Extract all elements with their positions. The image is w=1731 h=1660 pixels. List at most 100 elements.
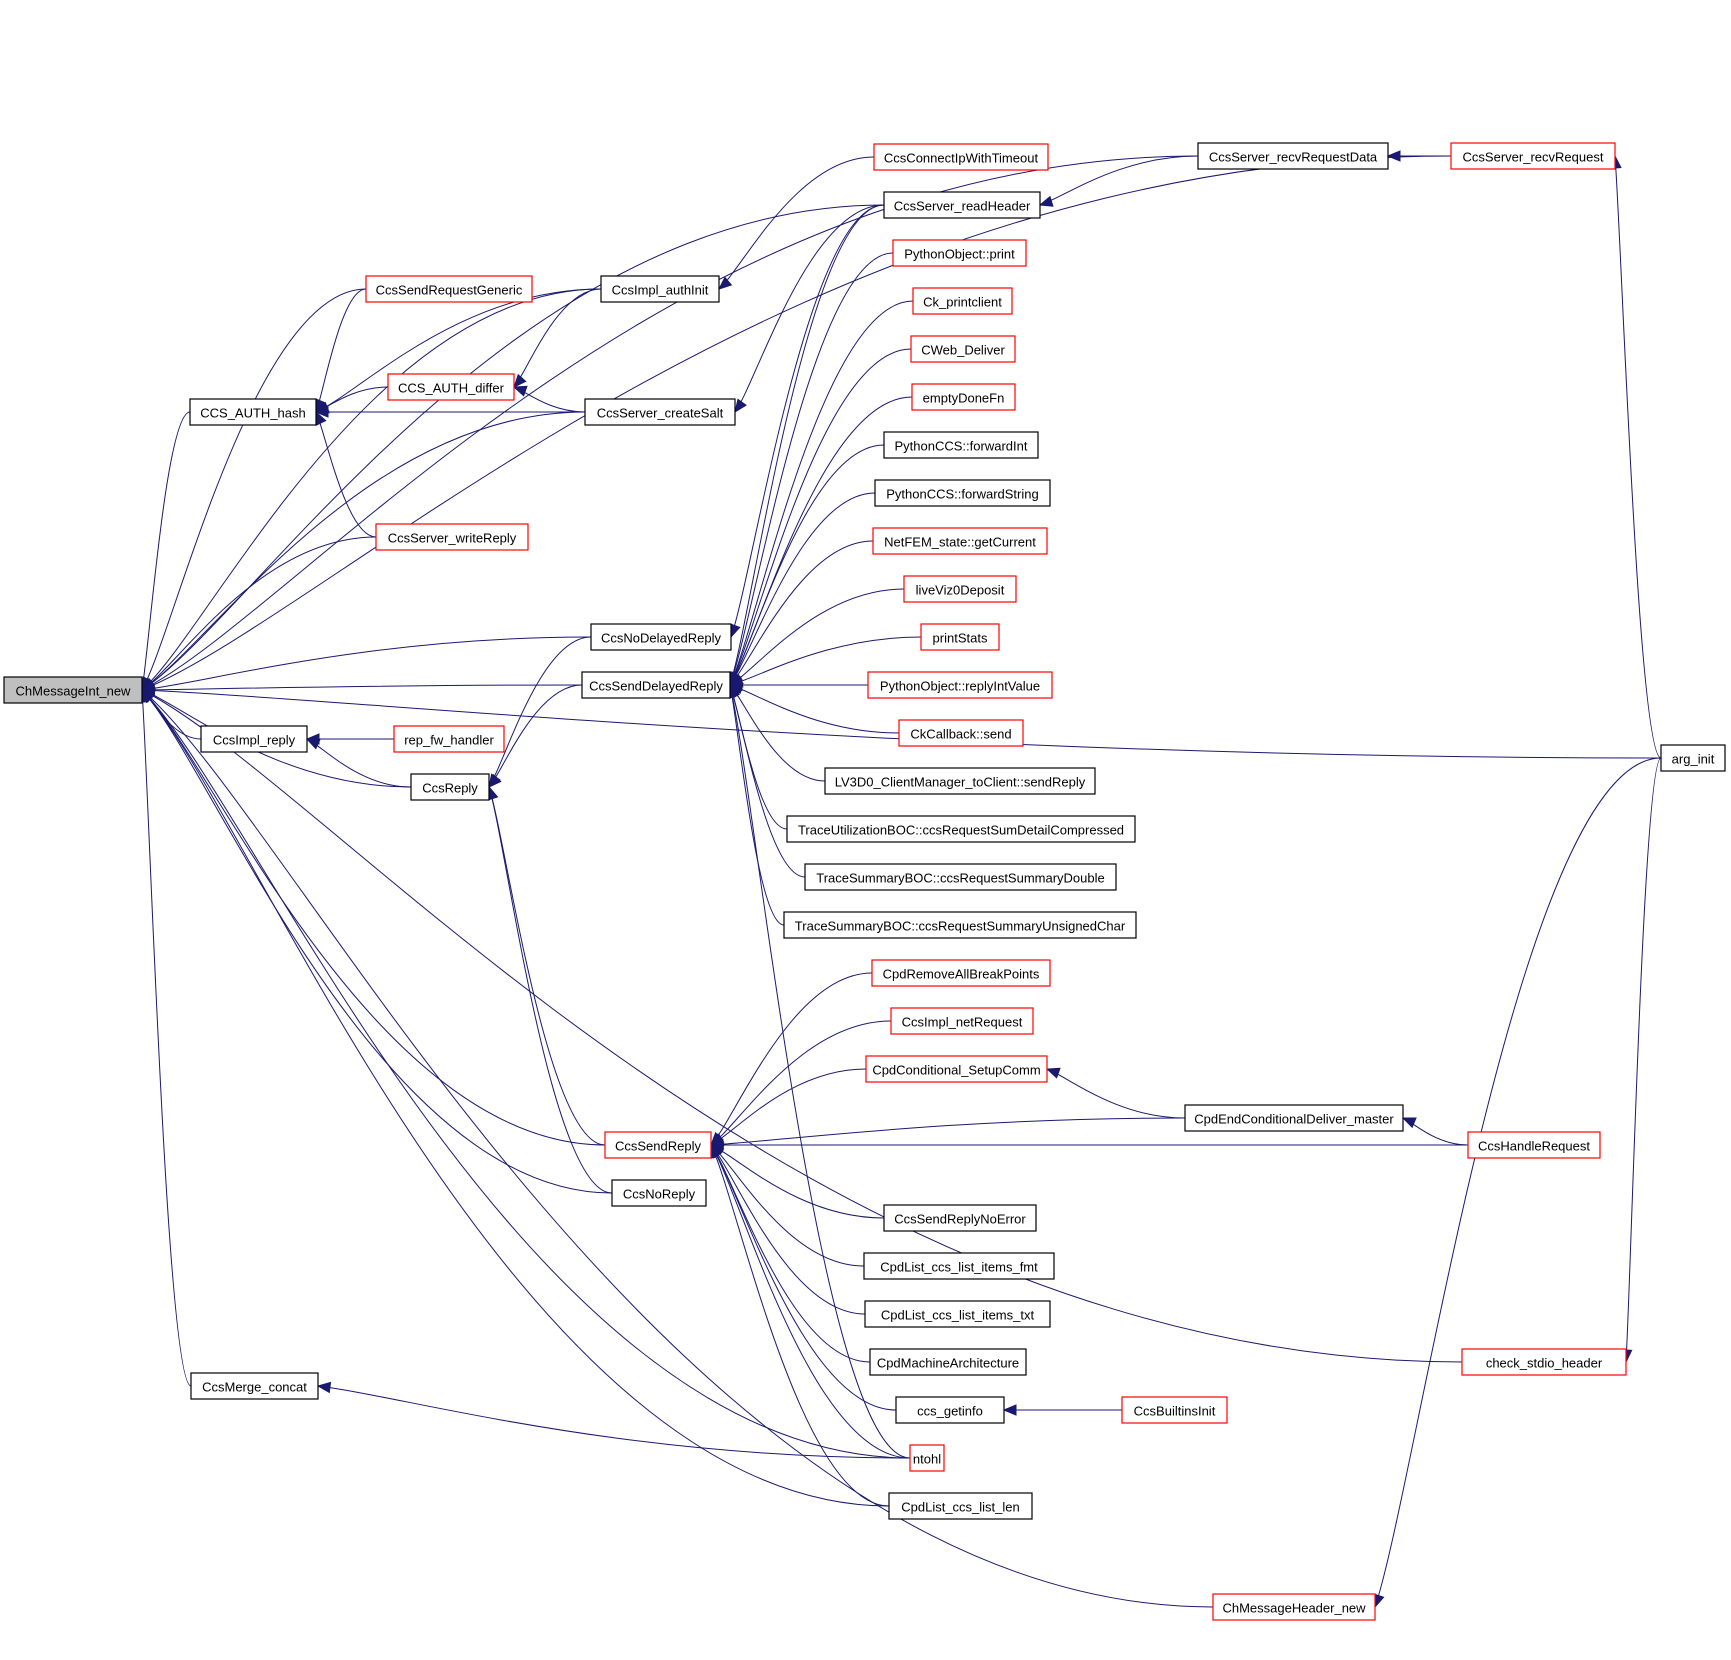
node-cpd-machine-architecture[interactable]: CpdMachineArchitecture	[869, 1348, 1027, 1376]
node-ccs-server-recv-request-data[interactable]: CcsServer_recvRequestData	[1197, 142, 1389, 170]
node-box	[581, 671, 731, 699]
call-edge	[488, 786, 606, 1146]
node-ch-message-header-new[interactable]: ChMessageHeader_new	[1212, 1593, 1376, 1621]
node-label: CcsServer_recvRequestData	[1209, 150, 1378, 165]
node-box	[873, 143, 1049, 171]
node-live-viz0-deposit[interactable]: liveViz0Deposit	[903, 575, 1017, 603]
node-box	[872, 527, 1048, 555]
node-cpd-list-items-txt[interactable]: CpdList_ccs_list_items_txt	[864, 1300, 1051, 1328]
node-box	[1121, 1396, 1228, 1424]
node-ccs-no-delayed-reply[interactable]: CcsNoDelayedReply	[590, 623, 732, 651]
node-label: check_stdio_header	[1486, 1356, 1603, 1371]
call-edge	[141, 288, 367, 691]
node-trace-summary-uchar[interactable]: TraceSummaryBOC::ccsRequestSummaryUnsign…	[783, 911, 1137, 939]
node-ccs-auth-differ[interactable]: CCS_AUTH_differ	[387, 373, 515, 401]
node-label: CcsSendDelayedReply	[589, 679, 723, 694]
node-ccs-getinfo[interactable]: ccs_getinfo	[895, 1396, 1005, 1424]
node-cpd-list-len[interactable]: CpdList_ccs_list_len	[888, 1492, 1033, 1520]
node-python-ccs-forward-string[interactable]: PythonCCS::forwardString	[874, 479, 1051, 507]
node-label: PythonCCS::forwardInt	[895, 439, 1028, 454]
node-rep-fw-handler[interactable]: rep_fw_handler	[393, 725, 505, 753]
node-cpd-remove-all-break-points[interactable]: CpdRemoveAllBreakPoints	[871, 959, 1051, 987]
node-label: LV3D0_ClientManager_toClient::sendReply	[835, 775, 1086, 790]
node-ccs-reply[interactable]: CcsReply	[410, 773, 490, 801]
node-ccs-handle-request[interactable]: CcsHandleRequest	[1467, 1131, 1601, 1159]
node-python-object-print[interactable]: PythonObject::print	[892, 239, 1027, 267]
call-edge	[729, 492, 876, 686]
node-box	[912, 287, 1013, 315]
node-ccs-impl-auth-init[interactable]: CcsImpl_authInit	[600, 275, 720, 303]
node-cpd-conditional-setup-comm[interactable]: CpdConditional_SetupComm	[865, 1055, 1048, 1083]
node-box	[824, 767, 1096, 795]
call-edge	[141, 689, 890, 1507]
node-ccs-server-read-header[interactable]: CcsServer_readHeader	[883, 191, 1041, 219]
arrowhead-icon	[1038, 195, 1054, 207]
node-ck-printclient[interactable]: Ck_printclient	[912, 287, 1013, 315]
node-python-ccs-forward-int[interactable]: PythonCCS::forwardInt	[883, 431, 1039, 459]
call-edge	[141, 411, 191, 691]
call-edge	[734, 204, 885, 413]
node-print-stats[interactable]: printStats	[920, 623, 1000, 651]
node-label: TraceUtilizationBOC::ccsRequestSumDetail…	[798, 823, 1124, 838]
arrowhead-icon	[305, 738, 321, 750]
node-lv3-d0-send-reply[interactable]: LV3D0_ClientManager_toClient::sendReply	[824, 767, 1096, 795]
node-label: ccs_getinfo	[917, 1404, 983, 1419]
node-box	[1467, 1131, 1601, 1159]
arrowhead-icon	[140, 684, 155, 697]
node-arg-init[interactable]: arg_init	[1660, 744, 1726, 772]
node-box	[584, 398, 736, 426]
node-ntohl[interactable]: ntohl	[909, 1444, 945, 1472]
node-box	[869, 1348, 1027, 1376]
node-python-object-reply-int-value[interactable]: PythonObject::replyIntValue	[867, 671, 1053, 699]
arrowhead-icon	[512, 385, 528, 397]
node-cpd-list-items-fmt[interactable]: CpdList_ccs_list_items_fmt	[863, 1252, 1055, 1280]
node-ccs-impl-net-request[interactable]: CcsImpl_netRequest	[890, 1007, 1034, 1035]
node-box	[387, 373, 515, 401]
node-label: CCS_AUTH_differ	[398, 381, 505, 396]
node-ccs-no-reply[interactable]: CcsNoReply	[611, 1179, 707, 1207]
node-label: CcsMerge_concat	[202, 1380, 307, 1395]
call-edge	[729, 684, 806, 878]
node-ccs-server-create-salt[interactable]: CcsServer_createSalt	[584, 398, 736, 426]
node-trace-util-sum-detail[interactable]: TraceUtilizationBOC::ccsRequestSumDetail…	[786, 815, 1136, 843]
call-edge	[729, 348, 912, 686]
node-box	[1660, 744, 1726, 772]
node-empty-done-fn[interactable]: emptyDoneFn	[911, 383, 1016, 411]
node-ccs-impl-reply[interactable]: CcsImpl_reply	[200, 725, 308, 753]
call-edge	[710, 1144, 871, 1363]
node-box	[920, 623, 1000, 651]
node-label: CcsServer_recvRequest	[1463, 150, 1604, 165]
node-ccs-connect-ip-with-timeout[interactable]: CcsConnectIpWithTimeout	[873, 143, 1049, 171]
node-ccs-send-request-generic[interactable]: CcsSendRequestGeneric	[365, 275, 533, 303]
call-edge	[729, 684, 785, 926]
node-ccs-send-delayed-reply[interactable]: CcsSendDelayedReply	[581, 671, 731, 699]
node-ccs-server-write-reply[interactable]: CcsServer_writeReply	[375, 523, 529, 551]
call-edge	[317, 1385, 911, 1459]
node-net-fem-state-get-current[interactable]: NetFEM_state::getCurrent	[872, 527, 1048, 555]
node-label: CpdEndConditionalDeliver_master	[1194, 1112, 1394, 1127]
arrowhead-icon	[1401, 1117, 1417, 1129]
node-ccs-builtins-init[interactable]: CcsBuiltinsInit	[1121, 1396, 1228, 1424]
node-box	[883, 431, 1039, 459]
node-ccs-merge-concat[interactable]: CcsMerge_concat	[190, 1372, 319, 1400]
node-ccs-server-recv-request[interactable]: CcsServer_recvRequest	[1450, 142, 1616, 170]
node-cweb-deliver[interactable]: CWeb_Deliver	[910, 335, 1016, 363]
node-cpd-end-conditional-deliver-master[interactable]: CpdEndConditionalDeliver_master	[1184, 1104, 1404, 1132]
node-ck-callback-send[interactable]: CkCallback::send	[898, 719, 1024, 747]
node-trace-summary-double[interactable]: TraceSummaryBOC::ccsRequestSummaryDouble	[804, 863, 1117, 891]
call-edge	[1614, 155, 1662, 759]
call-edge	[141, 689, 911, 1459]
node-label: emptyDoneFn	[923, 391, 1005, 406]
node-label: CCS_AUTH_hash	[200, 406, 306, 421]
node-check-stdio-header[interactable]: check_stdio_header	[1461, 1348, 1627, 1376]
call-edge	[729, 540, 874, 686]
node-ccs-auth-hash[interactable]: CCS_AUTH_hash	[189, 398, 317, 426]
node-ccs-send-reply-no-error[interactable]: CcsSendReplyNoError	[883, 1204, 1037, 1232]
call-edge	[730, 204, 885, 638]
call-edge	[710, 1117, 1186, 1146]
node-ccs-send-reply[interactable]: CcsSendReply	[604, 1131, 712, 1159]
call-edge	[1374, 757, 1662, 1608]
nodes-layer: ChMessageInt_newCCS_AUTH_hashCcsSendRequ…	[3, 142, 1726, 1621]
call-edge	[141, 689, 1463, 1363]
node-label: CcsImpl_authInit	[612, 283, 709, 298]
